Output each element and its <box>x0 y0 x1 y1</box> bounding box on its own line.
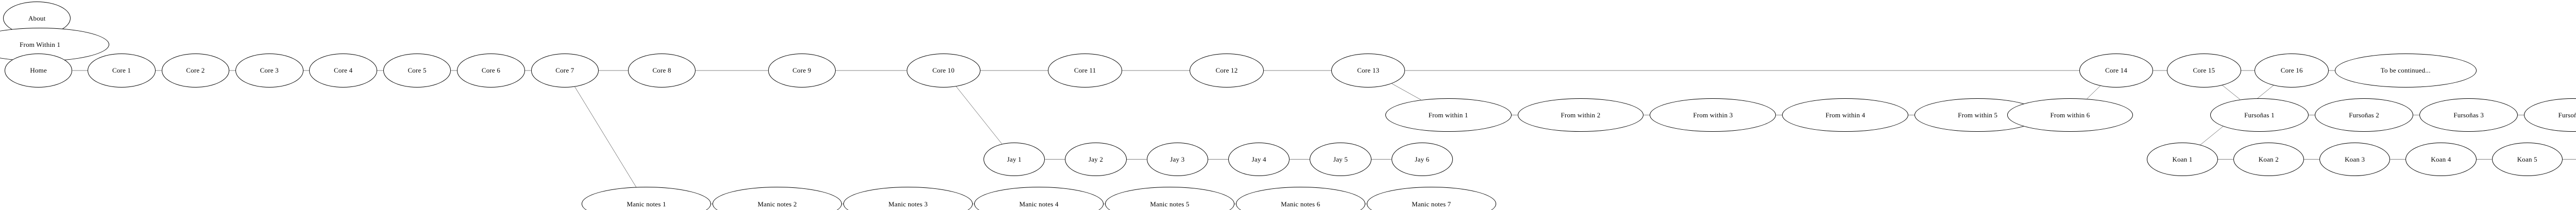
graph-node-fw1[interactable]: From within 1 <box>1385 98 1512 132</box>
graph-node-label: Koan 4 <box>2431 155 2451 164</box>
graph-node-jay5[interactable]: Jay 5 <box>1310 142 1371 177</box>
graph-node-label: To be continued... <box>2380 66 2431 75</box>
graph-node-label: Jay 1 <box>1007 155 1022 164</box>
graph-node-koan4[interactable]: Koan 4 <box>2405 142 2477 177</box>
graph-node-label: From within 5 <box>1958 111 1998 119</box>
graph-node-label: From within 3 <box>1693 111 1733 119</box>
graph-node-label: Manic notes 4 <box>1019 200 1059 208</box>
graph-node-mn4[interactable]: Manic notes 4 <box>974 187 1104 210</box>
graph-node-jay2[interactable]: Jay 2 <box>1065 142 1127 177</box>
graph-node-fu2[interactable]: Fursoñas 2 <box>2315 98 2414 132</box>
graph-node-koan5[interactable]: Koan 5 <box>2492 142 2563 177</box>
graph-node-jay3[interactable]: Jay 3 <box>1146 142 1209 177</box>
graph-node-label: Core 12 <box>1215 66 1238 75</box>
graph-node-label: Koan 1 <box>2172 155 2193 164</box>
graph-node-label: Koan 3 <box>2345 155 2365 164</box>
graph-node-tobecontinued[interactable]: To be continued... <box>2334 54 2477 87</box>
graph-node-label: Core 15 <box>2193 66 2215 75</box>
graph-node-label: Manic notes 5 <box>1150 200 1190 208</box>
graph-node-koan3[interactable]: Koan 3 <box>2319 142 2391 177</box>
graph-node-label: Core 11 <box>1074 66 1096 75</box>
graph-node-label: From within 4 <box>1825 111 1866 119</box>
graph-node-label: From within 1 <box>1428 111 1468 119</box>
graph-node-fu4[interactable]: Fursoñas 4 <box>2524 98 2576 132</box>
graph-node-core10[interactable]: Core 10 <box>906 54 980 87</box>
graph-node-fw6[interactable]: From within 6 <box>2007 98 2133 132</box>
graph-node-label: Koan 5 <box>2517 155 2537 164</box>
graph-node-core14[interactable]: Core 14 <box>2079 54 2154 87</box>
graph-node-jay1[interactable]: Jay 1 <box>983 142 1045 177</box>
graph-node-label: Core 6 <box>481 66 501 75</box>
graph-node-label: Fursoñas 3 <box>2453 111 2484 119</box>
graph-node-fu3[interactable]: Fursoñas 3 <box>2419 98 2518 132</box>
graph-node-home[interactable]: Home <box>4 54 73 87</box>
graph-node-mn6[interactable]: Manic notes 6 <box>1235 187 1365 210</box>
graph-node-core5[interactable]: Core 5 <box>383 54 451 87</box>
graph-node-label: Core 8 <box>652 66 671 75</box>
graph-node-fw4[interactable]: From within 4 <box>1782 98 1909 132</box>
graph-node-label: Core 9 <box>792 66 811 75</box>
graph-node-label: Fursoñas 4 <box>2558 111 2576 119</box>
graph-node-label: Core 2 <box>186 66 205 75</box>
graph-node-label: Jay 4 <box>1251 155 1266 164</box>
graph-node-label: About <box>28 14 46 23</box>
graph-node-core9[interactable]: Core 9 <box>768 54 836 87</box>
graph-node-jay4[interactable]: Jay 4 <box>1228 142 1290 177</box>
graph-node-label: Core 3 <box>260 66 279 75</box>
graph-node-koan1[interactable]: Koan 1 <box>2147 142 2218 177</box>
graph-node-label: Manic notes 1 <box>626 200 666 208</box>
graph-node-label: Core 4 <box>334 66 353 75</box>
graph-node-label: Core 14 <box>2105 66 2128 75</box>
graph-node-label: Jay 6 <box>1415 155 1430 164</box>
graph-node-label: Home <box>30 66 47 75</box>
graph-node-label: Core 13 <box>1357 66 1380 75</box>
graph-node-koan2[interactable]: Koan 2 <box>2233 142 2304 177</box>
graph-node-label: Core 1 <box>112 66 131 75</box>
graph-node-mn5[interactable]: Manic notes 5 <box>1105 187 1234 210</box>
graph-node-core3[interactable]: Core 3 <box>235 54 303 87</box>
graph-node-mn7[interactable]: Manic notes 7 <box>1366 187 1496 210</box>
graph-node-label: Manic notes 7 <box>1412 200 1451 208</box>
graph-node-label: Core 5 <box>408 66 427 75</box>
graph-node-mn1[interactable]: Manic notes 1 <box>582 187 711 210</box>
graph-node-label: Core 10 <box>932 66 955 75</box>
graph-node-core15[interactable]: Core 15 <box>2167 54 2241 87</box>
graph-node-core11[interactable]: Core 11 <box>1048 54 1122 87</box>
graph-node-core6[interactable]: Core 6 <box>457 54 525 87</box>
graph-node-mn3[interactable]: Manic notes 3 <box>843 187 973 210</box>
graph-node-label: Fursoñas 2 <box>2349 111 2379 119</box>
graph-node-label: Koan 2 <box>2258 155 2279 164</box>
graph-node-fw2[interactable]: From within 2 <box>1517 98 1644 132</box>
graph-node-label: Jay 3 <box>1170 155 1185 164</box>
graph-node-label: Manic notes 3 <box>888 200 928 208</box>
graph-node-jay6[interactable]: Jay 6 <box>1391 142 1453 177</box>
graph-node-label: Core 16 <box>2280 66 2303 75</box>
graph-node-core16[interactable]: Core 16 <box>2255 54 2329 87</box>
graph-node-fw3[interactable]: From within 3 <box>1650 98 1776 132</box>
graph-node-mn2[interactable]: Manic notes 2 <box>713 187 842 210</box>
graph-node-label: From Within 1 <box>20 40 61 48</box>
graph-node-label: Jay 5 <box>1333 155 1348 164</box>
graph-node-label: Jay 2 <box>1088 155 1104 164</box>
graph-node-label: From within 6 <box>2050 111 2090 119</box>
graph-node-core1[interactable]: Core 1 <box>88 54 156 87</box>
graph-node-label: Core 7 <box>555 66 574 75</box>
graph-node-core2[interactable]: Core 2 <box>161 54 230 87</box>
graph-node-core13[interactable]: Core 13 <box>1331 54 1405 87</box>
graph-node-core4[interactable]: Core 4 <box>309 54 377 87</box>
graph-node-label: Fursoñas 1 <box>2244 111 2275 119</box>
graph-node-label: From within 2 <box>1561 111 1601 119</box>
graph-node-label: Manic notes 2 <box>757 200 797 208</box>
graph-node-core12[interactable]: Core 12 <box>1190 54 1264 87</box>
graph-node-core8[interactable]: Core 8 <box>628 54 696 87</box>
graph-node-core7[interactable]: Core 7 <box>531 54 599 87</box>
graph-node-label: Manic notes 6 <box>1281 200 1320 208</box>
graph-node-fu1[interactable]: Fursoñas 1 <box>2210 98 2309 132</box>
